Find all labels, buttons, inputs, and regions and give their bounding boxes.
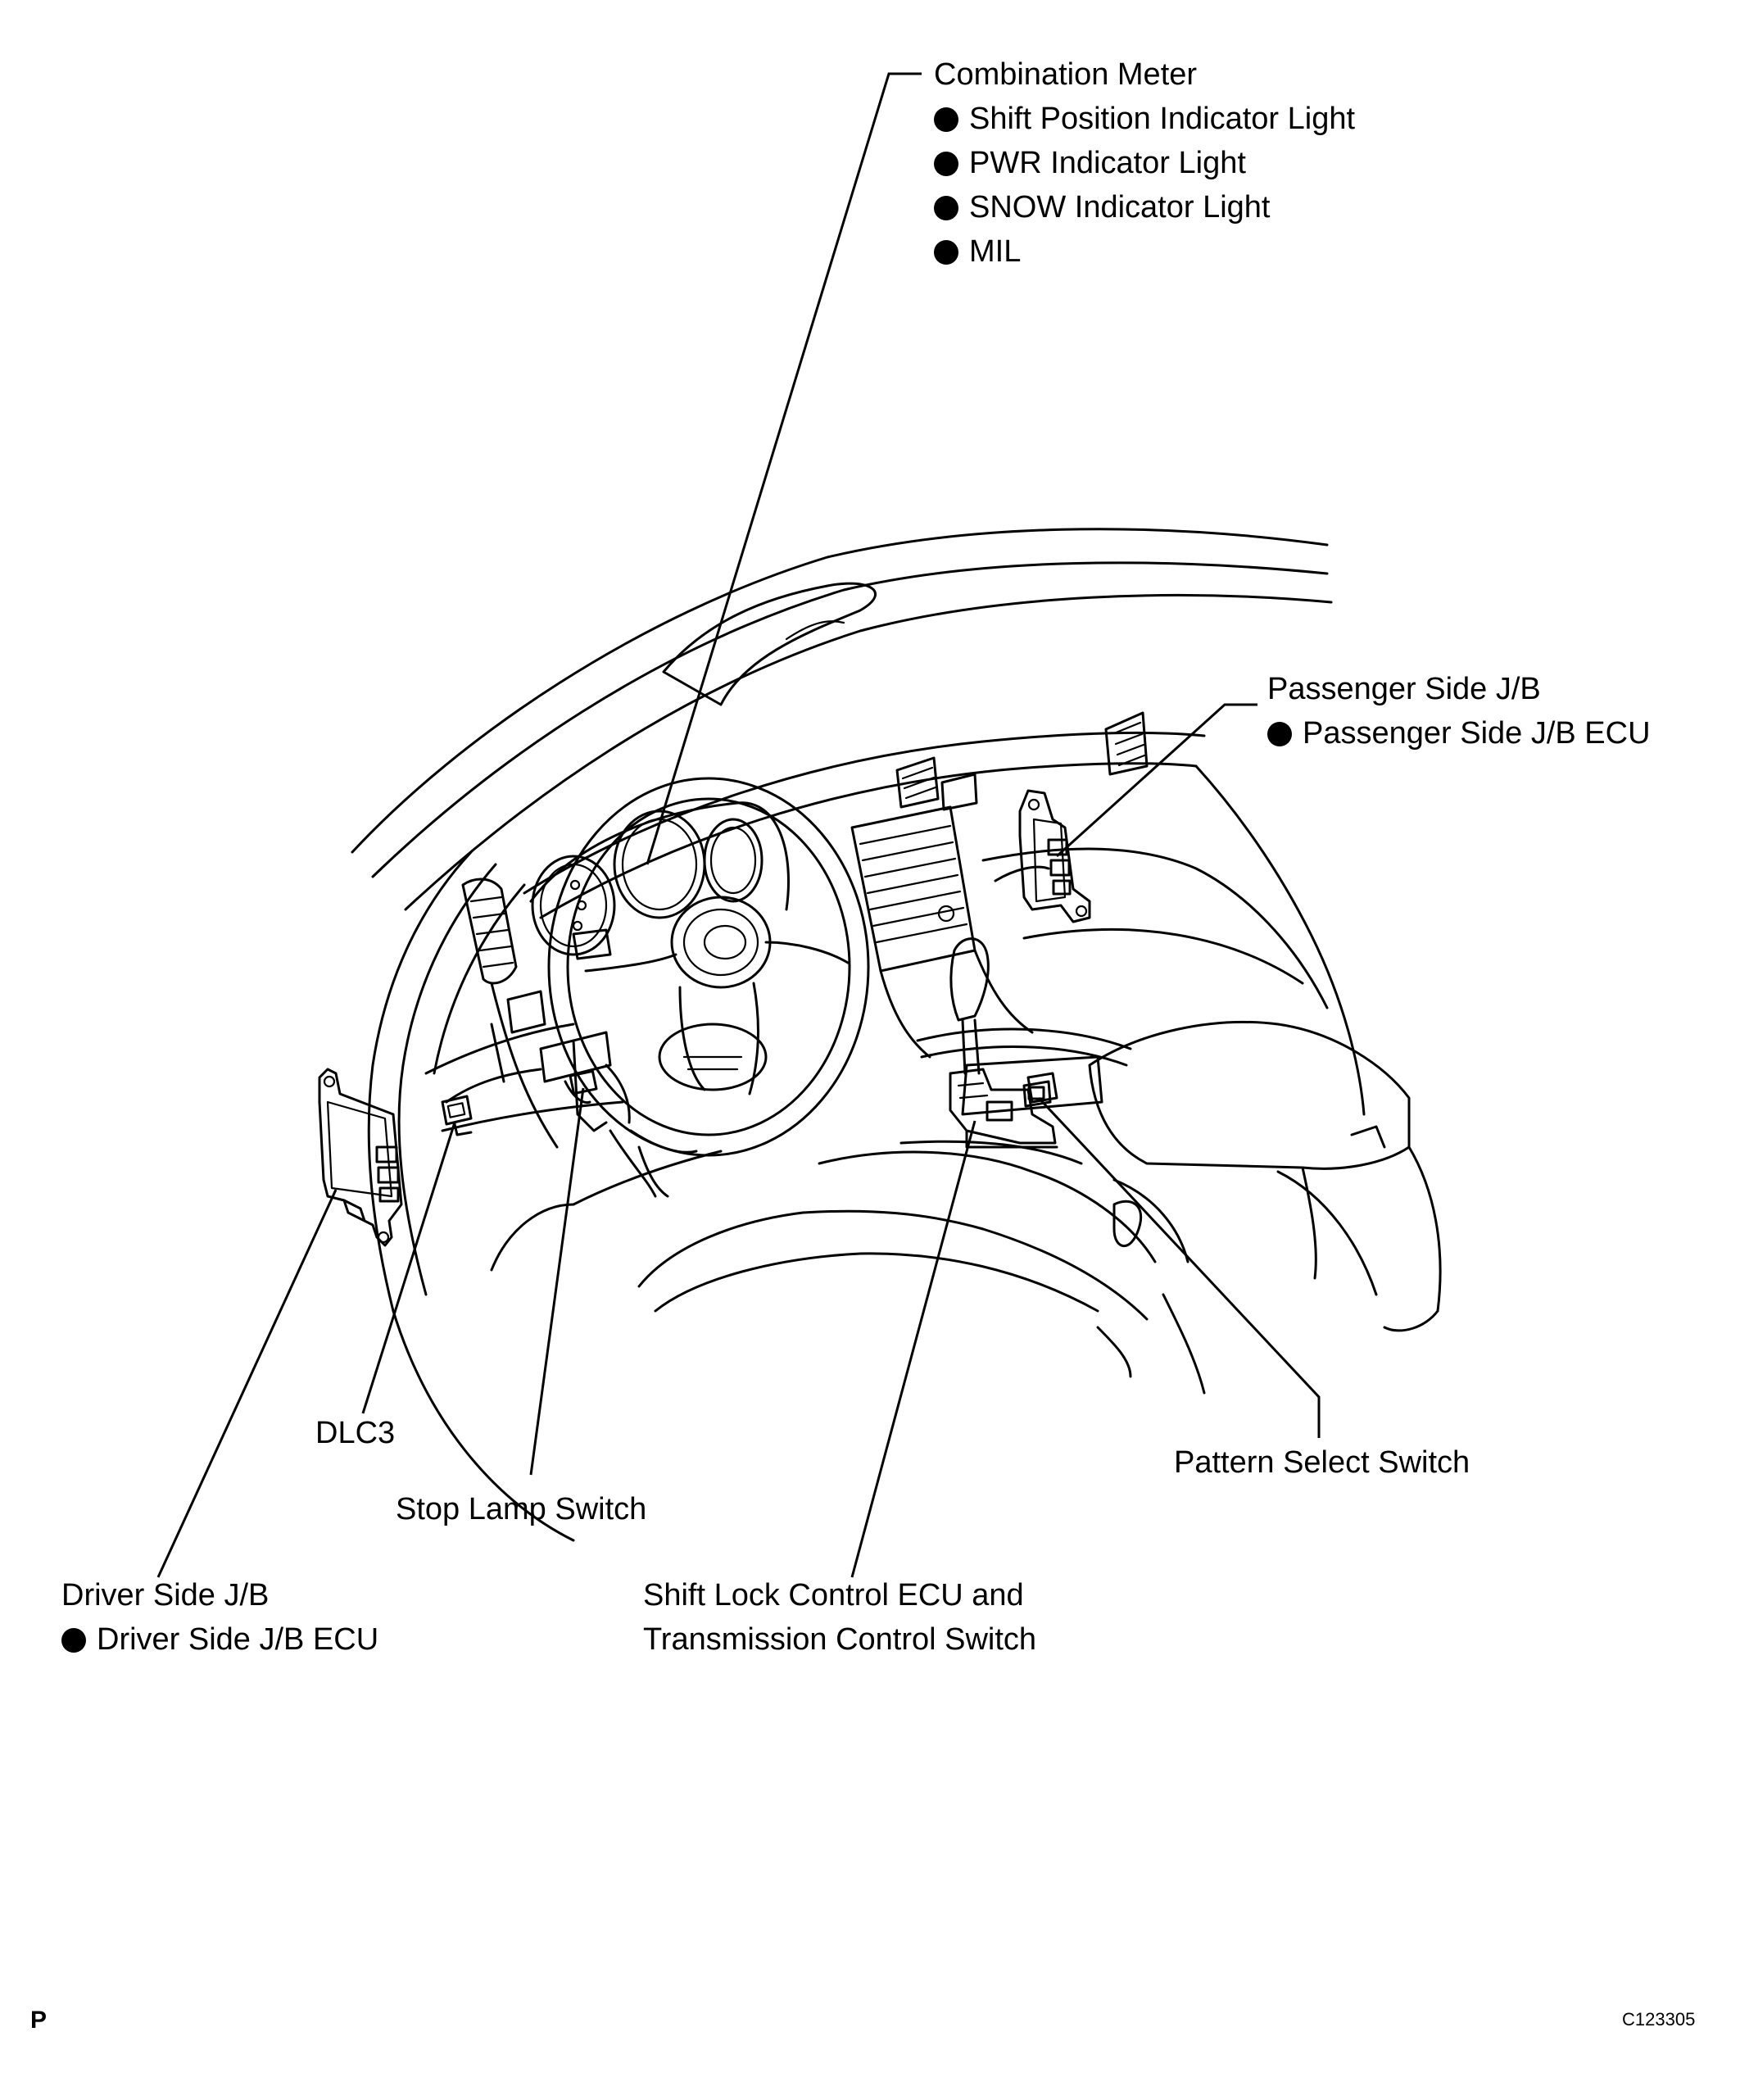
leader-combination-meter [646, 72, 922, 865]
corner-mark: P [30, 2007, 48, 2034]
combination-meter-label: Combination Meter Shift Position Indicat… [934, 52, 1355, 274]
bullet-icon [934, 107, 958, 132]
steering-wheel [547, 777, 870, 1157]
driver-jb-label: Driver Side J/B Driver Side J/B ECU [61, 1573, 378, 1662]
dashboard [424, 711, 1366, 1149]
passenger-jb-component [994, 789, 1091, 923]
combination-meter-title: Combination Meter [934, 57, 1198, 92]
combination-meter-item: Shift Position Indicator Light [934, 97, 1355, 141]
bullet-icon [934, 196, 958, 220]
shift-lock-line2: Transmission Control Switch [643, 1622, 1037, 1657]
center-armrest [1088, 1020, 1442, 1313]
bullet-icon [934, 240, 958, 265]
bullet-icon [934, 152, 958, 176]
bullet-icon [61, 1628, 86, 1653]
leader-driver-jb [156, 1189, 338, 1578]
figure-code: C123305 [1622, 2009, 1696, 2030]
driver-jb-item: Driver Side J/B ECU [61, 1617, 378, 1662]
leader-shift-lock [850, 1120, 976, 1578]
pattern-select-switch-label: Pattern Select Switch [1174, 1445, 1470, 1480]
passenger-jb-label: Passenger Side J/B Passenger Side J/B EC… [1267, 667, 1651, 755]
leader-lines [156, 72, 1321, 1578]
driver-jb-component [318, 1068, 403, 1247]
dlc3-label: DLC3 [315, 1416, 396, 1450]
roof-outline [351, 528, 1333, 911]
leader-passenger-jb [1055, 703, 1257, 858]
leader-pattern-select [1037, 1096, 1321, 1438]
combination-meter-item: MIL [934, 229, 1355, 274]
passenger-jb-item: Passenger Side J/B ECU [1267, 711, 1651, 755]
combination-meter-item: SNOW Indicator Light [934, 185, 1355, 229]
pattern-select-switch-component [1022, 1080, 1052, 1108]
seats [490, 1140, 1439, 1395]
stop-lamp-switch-label: Stop Lamp Switch [396, 1492, 647, 1526]
bullet-icon [1267, 722, 1292, 746]
shift-lock-label: Shift Lock Control ECU and Transmission … [643, 1573, 1036, 1662]
shift-lock-line1: Shift Lock Control ECU and [643, 1578, 1024, 1612]
combination-meter-item: PWR Indicator Light [934, 141, 1355, 185]
driver-jb-title: Driver Side J/B [61, 1578, 270, 1612]
passenger-jb-title: Passenger Side J/B [1267, 672, 1541, 706]
a-pillar [367, 850, 575, 1542]
stop-lamp-switch-component [506, 928, 631, 1132]
meter-cluster [529, 801, 790, 956]
lower-dash [445, 1023, 669, 1198]
leader-stop-lamp-switch [529, 1087, 585, 1476]
leader-dlc3 [361, 1122, 456, 1414]
dlc3-component [441, 1095, 473, 1136]
